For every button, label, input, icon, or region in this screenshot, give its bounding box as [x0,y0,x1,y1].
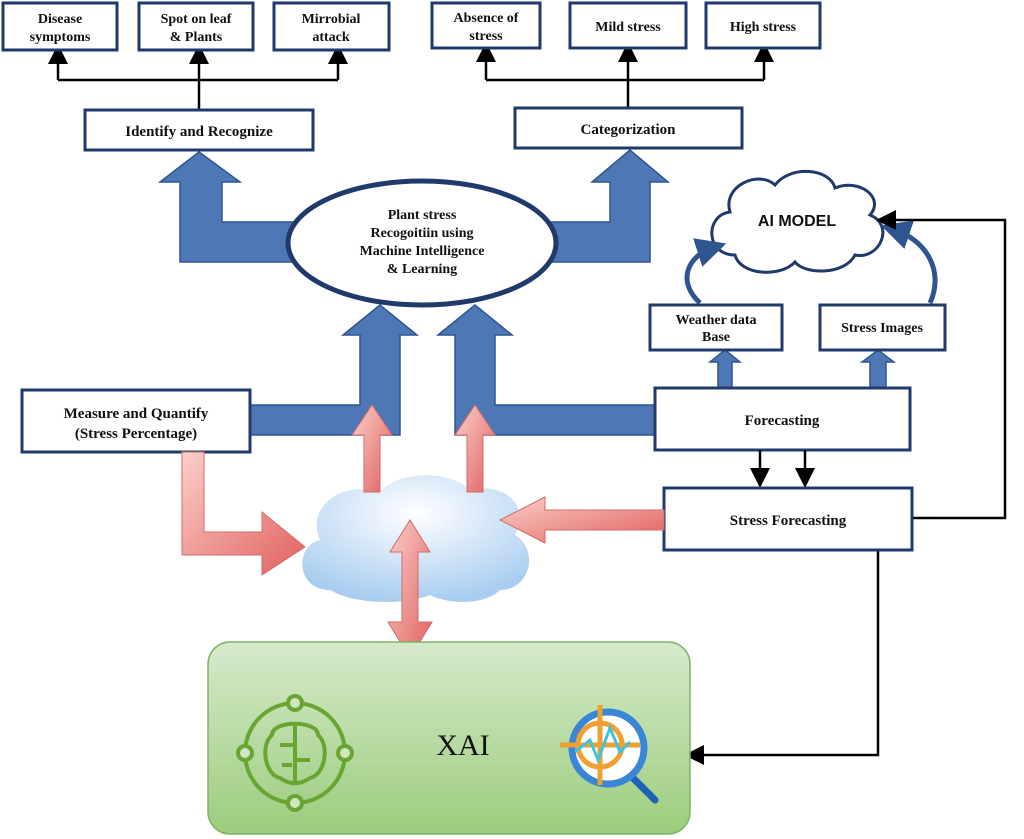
box-measure-and-quantify [20,388,252,454]
box-stress-forecasting [662,486,914,552]
blue-arrow-to-identify [157,151,301,263]
category-output-boxes: Absence of stress Mild stress High stres… [430,1,822,50]
blue-arrow-from-measure [249,304,420,436]
box-label: Spot on leaf [161,12,232,27]
blue-arrow-to-weather [707,349,743,389]
blue-arrow-to-categorization [549,149,671,263]
box-spot-on-leaf [137,1,255,52]
box-mild-stress [568,1,688,50]
box-label: Mirrobial [302,12,361,27]
brain-cycle-icon [236,694,354,812]
box-label: Absence of [454,11,519,26]
red-arrow-stress-forecast-to-cloud [498,496,665,544]
category-connectors [476,42,774,108]
box-label: Identify and Recognize [125,124,273,140]
box-stress-images [818,303,947,352]
box-label: Weather data [675,313,756,328]
xai-box [207,641,691,835]
red-arrow-cloud-up-1 [351,404,393,493]
center-label: Machine Intelligence [360,244,485,259]
analysis-magnifier-icon [560,705,659,804]
box-label: & Plants [170,30,223,45]
box-absence-of-stress [430,1,542,50]
box-label: Measure and Quantify [64,406,209,422]
curved-arrow-weather-to-ai [684,238,727,305]
box-label: stress [469,29,503,44]
box-label: Categorization [581,122,677,138]
box-label: Forecasting [745,413,820,429]
center-label: Recogoitiin using [370,226,473,241]
center-ellipse [285,178,559,308]
xai-label: XAI [436,729,489,762]
arrow-stress-forecast-to-ai [876,210,1007,520]
box-forecasting [653,386,912,452]
box-categorization [513,106,744,150]
box-label: Base [702,330,730,345]
box-identify-and-recognize [83,108,315,152]
box-label: Mild stress [595,20,661,35]
red-double-arrow-cloud-xai [387,519,433,659]
box-high-stress [704,1,822,50]
center-label: Plant stress [388,208,457,223]
box-label: Stress Images [841,321,923,336]
box-label: symptoms [30,30,91,45]
identify-connectors [48,44,348,110]
blue-arrow-from-forecasting [435,304,657,436]
identify-output-boxes: Disease symptoms Spot on leaf & Plants M… [1,1,391,52]
box-label: Stress Forecasting [730,513,847,529]
box-label: High stress [730,20,797,35]
box-weather-database [648,303,784,352]
box-microbial-attack [272,1,391,52]
ai-model-label: AI MODEL [758,213,836,230]
blue-arrow-to-stress-images [859,349,897,389]
center-label: & Learning [387,262,457,277]
arrow-stress-forecast-to-xai [684,550,880,765]
box-label: attack [312,30,350,45]
curved-arrow-images-to-ai [880,220,938,305]
box-label: Disease [38,12,82,27]
box-label: (Stress Percentage) [75,426,197,442]
red-arrow-measure-to-cloud [181,451,306,576]
red-arrow-cloud-up-2 [454,404,496,493]
ai-model-cloud-icon [710,170,885,274]
box-disease-symptoms [1,1,119,52]
